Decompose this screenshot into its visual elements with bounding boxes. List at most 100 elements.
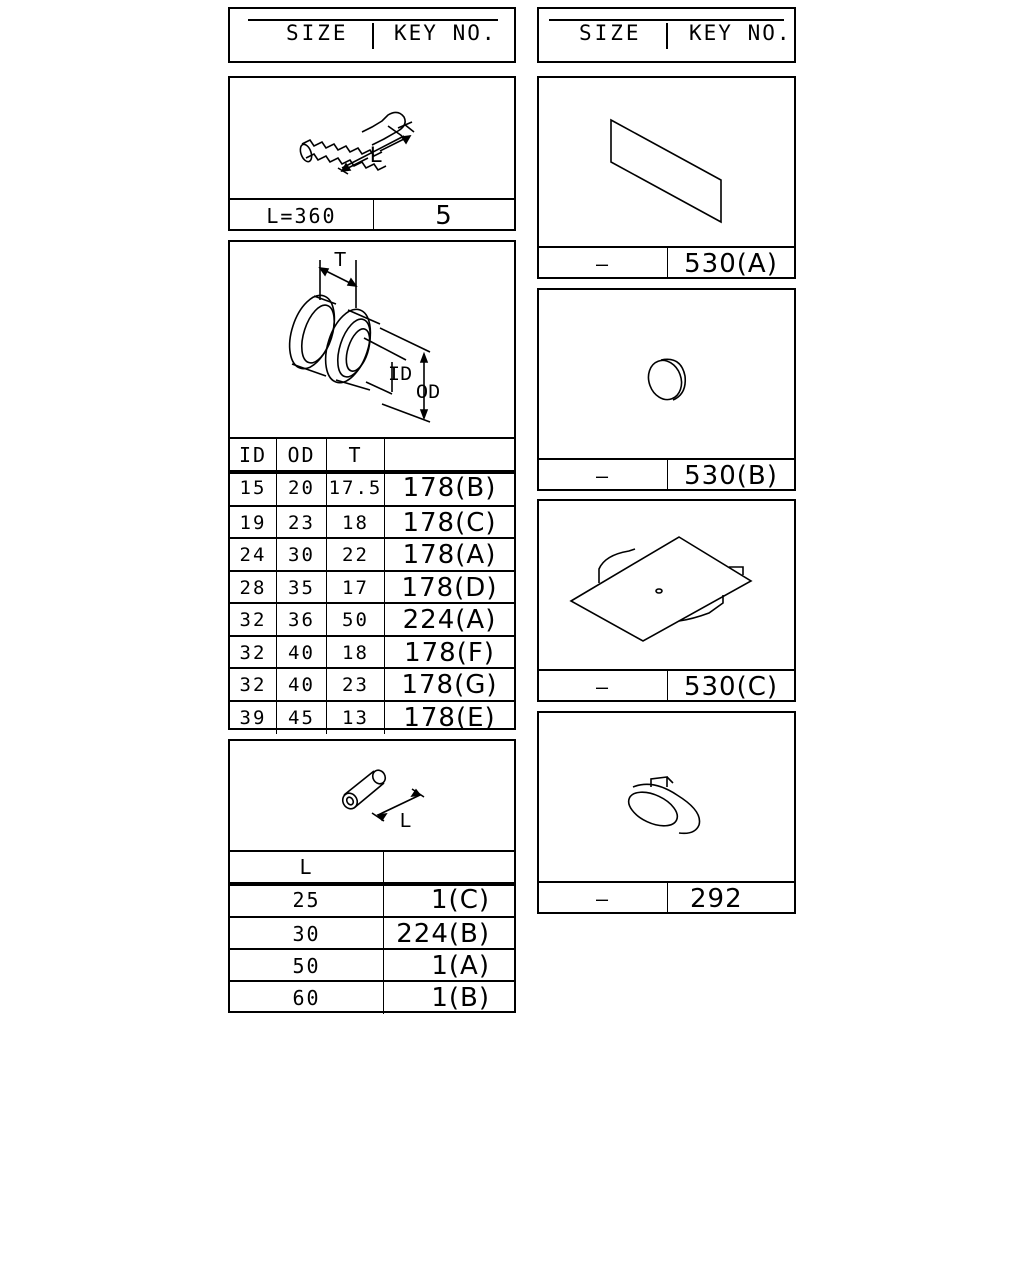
grommet-drawing: T ID OD: [288, 249, 440, 423]
col-key: [383, 852, 514, 882]
col-t: T: [326, 439, 384, 470]
grommet-od-cell: 20: [276, 472, 326, 505]
pad-a-part-box: – 530(A): [537, 76, 796, 279]
grommet-key-cell: 224(A): [384, 604, 514, 637]
pad-c-size: –: [595, 674, 611, 699]
pad-c-drawing: [569, 536, 753, 642]
plug-size: –: [595, 886, 611, 911]
grommet-dim-id: ID: [388, 364, 412, 387]
pad-a-drawing: [610, 118, 722, 224]
grommet-id-cell: 15: [239, 477, 267, 500]
right-header: SIZE KEY NO.: [537, 7, 796, 63]
tube-l-cell: 50: [292, 954, 321, 978]
spring-drawing: L: [299, 111, 415, 175]
tube-table-header: L: [230, 850, 514, 886]
plug-key: 292: [667, 883, 794, 914]
tube-l-cell: 60: [292, 986, 321, 1010]
grommet-t-cell: 23: [326, 669, 384, 702]
tube-key-cell: 1(C): [383, 884, 514, 916]
left-header: SIZE KEY NO.: [228, 7, 516, 63]
tube-key-cell: 1(B): [383, 982, 514, 1014]
spring-key: 5: [373, 200, 514, 231]
header-rule: [549, 19, 784, 21]
spring-part-box: L L=360 5: [228, 76, 516, 231]
grommet-od-cell: 40: [276, 636, 326, 669]
pad-b-drawing: [647, 358, 687, 401]
spring-size: L=360: [266, 203, 337, 228]
pad-b-part-box: – 530(B): [537, 288, 796, 491]
grommet-t-cell: 13: [326, 701, 384, 734]
tube-row: 50 1(A): [230, 948, 514, 982]
pad-a-size: –: [595, 251, 611, 276]
grommet-key-cell: 178(F): [384, 636, 514, 669]
tube-key-cell: 1(A): [383, 950, 514, 982]
key-no-header: KEY NO.: [394, 21, 497, 45]
grommet-t-cell: 18: [326, 506, 384, 539]
tube-row: 60 1(B): [230, 980, 514, 1014]
grommet-id-cell: 19: [239, 511, 267, 534]
grommet-key-cell: 178(C): [384, 506, 514, 539]
grommet-key-cell: 178(G): [384, 669, 514, 702]
col-l: L: [299, 855, 314, 879]
pad-a-data-row: – 530(A): [539, 246, 794, 279]
spring-dim-label: L: [370, 142, 382, 167]
plug-part-box: – 292: [537, 711, 796, 914]
grommet-t-cell: 17: [326, 571, 384, 604]
col-key: [384, 439, 514, 470]
grommet-dim-t: T: [334, 249, 346, 271]
tube-l-cell: 30: [292, 922, 321, 946]
key-no-header: KEY NO.: [689, 21, 792, 45]
pad-c-part-box: – 530(C): [537, 499, 796, 702]
grommet-key-cell: 178(B): [384, 472, 514, 505]
grommet-key-cell: 178(A): [384, 539, 514, 572]
size-header: SIZE: [286, 21, 349, 45]
grommet-od-cell: 36: [276, 604, 326, 637]
plug-drawing: [627, 776, 701, 835]
grommet-table-header: ID OD T: [230, 437, 514, 474]
grommet-id-cell: 28: [239, 576, 267, 599]
tube-row: 25 1(C): [230, 884, 514, 916]
pad-c-key: 530(C): [667, 671, 794, 702]
grommet-od-cell: 30: [276, 539, 326, 572]
col-id: ID: [238, 442, 268, 467]
grommet-id-cell: 32: [239, 609, 267, 632]
header-divider: [372, 23, 374, 49]
header-divider: [666, 23, 668, 49]
header-rule: [248, 19, 498, 21]
grommet-t-cell: 18: [326, 636, 384, 669]
pad-c-data-row: – 530(C): [539, 669, 794, 702]
grommet-od-cell: 23: [276, 506, 326, 539]
pad-b-key: 530(B): [667, 460, 794, 491]
grommet-t-cell: 17.5: [326, 472, 384, 505]
grommet-t-cell: 22: [326, 539, 384, 572]
pad-b-data-row: – 530(B): [539, 458, 794, 491]
pad-a-key: 530(A): [667, 248, 794, 279]
tube-dim-label: L: [400, 810, 411, 832]
grommet-dim-od: OD: [416, 382, 440, 405]
grommet-id-cell: 24: [239, 544, 267, 567]
plug-data-row: – 292: [539, 881, 794, 914]
size-header: SIZE: [579, 21, 642, 45]
grommet-key-cell: 178(D): [384, 571, 514, 604]
col-od: OD: [276, 439, 326, 470]
grommet-od-cell: 35: [276, 571, 326, 604]
grommet-od-cell: 45: [276, 701, 326, 734]
grommet-key-cell: 178(E): [384, 701, 514, 734]
grommet-id-cell: 32: [239, 674, 267, 697]
grommet-id-cell: 39: [239, 706, 267, 729]
grommet-od-cell: 40: [276, 669, 326, 702]
pad-b-size: –: [595, 463, 611, 488]
grommet-id-cell: 32: [239, 641, 267, 664]
tube-l-cell: 25: [292, 888, 321, 912]
